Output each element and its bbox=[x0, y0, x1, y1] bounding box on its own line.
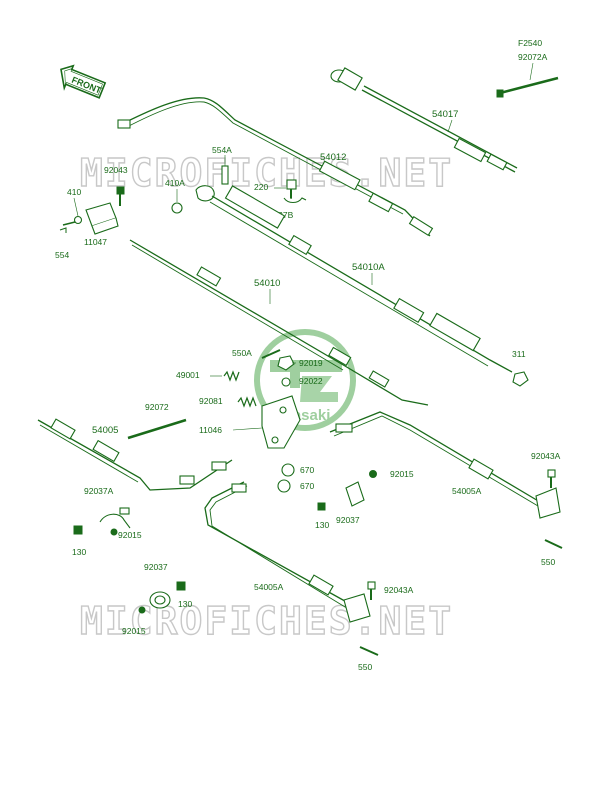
nut-92019 bbox=[277, 355, 295, 371]
label-92015-left: 92015 bbox=[118, 530, 142, 540]
figure-code: F2540 bbox=[518, 38, 542, 48]
front-arrow-icon: FRONT bbox=[60, 64, 107, 99]
label-130-low: 130 bbox=[178, 599, 192, 609]
label-92043-top: 92043 bbox=[104, 165, 128, 175]
label-92037-mid: 92037 bbox=[336, 515, 360, 525]
nut-92015-mid bbox=[369, 470, 377, 478]
bolt-92043A-right bbox=[547, 469, 556, 488]
label-92022: 92022 bbox=[299, 376, 323, 386]
label-11046: 11046 bbox=[199, 425, 222, 435]
label-220: 220 bbox=[254, 182, 268, 192]
label-92043A-right: 92043A bbox=[531, 451, 561, 461]
cable-54017 bbox=[330, 67, 518, 173]
spring-92081 bbox=[237, 396, 257, 408]
label-92037A: 92037A bbox=[84, 486, 114, 496]
cable-54005A-right bbox=[329, 411, 561, 519]
label-130-mid: 130 bbox=[315, 520, 329, 530]
label-92037-low: 92037 bbox=[144, 562, 168, 572]
washer-92022 bbox=[281, 377, 291, 387]
watermark-bottom: MICROFICHES.NET bbox=[80, 599, 453, 643]
bolt-130-left bbox=[73, 525, 83, 535]
bolt-130-low bbox=[176, 581, 186, 591]
label-92015-low: 92015 bbox=[122, 626, 146, 636]
label-550-right: 550 bbox=[541, 557, 555, 567]
pin-554A bbox=[221, 165, 229, 185]
washer-410 bbox=[73, 215, 83, 225]
washer-670-b bbox=[277, 479, 291, 493]
cable-54012 bbox=[117, 97, 434, 237]
watermark-top: MICROFICHES.NET bbox=[80, 151, 453, 195]
label-54005A-right: 54005A bbox=[452, 486, 482, 496]
washer-670-a bbox=[281, 463, 295, 477]
bolt-92043-top bbox=[116, 186, 125, 206]
cable-54005A-low bbox=[204, 481, 371, 623]
bracket-11047 bbox=[85, 202, 119, 235]
label-92081: 92081 bbox=[199, 396, 223, 406]
pin-550-low bbox=[359, 646, 379, 656]
clamp-92037A bbox=[99, 507, 131, 529]
label-92072A: 92072A bbox=[518, 52, 548, 62]
bolt-220 bbox=[286, 179, 297, 200]
pin-554 bbox=[59, 221, 76, 233]
clamp-92037-low bbox=[149, 591, 171, 609]
label-410A: 410A bbox=[165, 178, 185, 188]
label-92043A-low: 92043A bbox=[384, 585, 414, 595]
label-92019: 92019 bbox=[299, 358, 323, 368]
bolt-92072 bbox=[127, 418, 187, 440]
bracket-11046 bbox=[261, 395, 301, 449]
label-554: 554 bbox=[55, 250, 69, 260]
cable-54010 bbox=[129, 239, 429, 406]
label-92072: 92072 bbox=[145, 402, 169, 412]
cable-54010A bbox=[195, 185, 513, 373]
bolt-92072A bbox=[496, 76, 559, 98]
label-54012: 54012 bbox=[320, 152, 346, 163]
label-92015-mid: 92015 bbox=[390, 469, 414, 479]
label-410: 410 bbox=[67, 187, 81, 197]
spring-49001 bbox=[223, 370, 240, 382]
label-54005A-low: 54005A bbox=[254, 582, 284, 592]
label-49001: 49001 bbox=[176, 370, 200, 380]
label-54010A: 54010A bbox=[352, 262, 385, 273]
label-54005: 54005 bbox=[92, 425, 118, 436]
cable-54005 bbox=[37, 418, 233, 491]
label-550-low: 550 bbox=[358, 662, 372, 672]
nut-92015-low bbox=[138, 606, 146, 614]
label-550A: 550A bbox=[232, 348, 252, 358]
clamp-92037-mid bbox=[345, 481, 365, 507]
label-311: 311 bbox=[512, 349, 526, 359]
clamp-92037B bbox=[283, 197, 307, 204]
label-11047: 11047 bbox=[84, 237, 107, 247]
label-670-b: 670 bbox=[300, 481, 314, 491]
bolt-92043A-low bbox=[367, 581, 376, 600]
label-554A: 554A bbox=[212, 145, 232, 155]
pin-550A bbox=[261, 349, 281, 359]
label-54017: 54017 bbox=[432, 109, 458, 120]
label-670-a: 670 bbox=[300, 465, 314, 475]
washer-410A bbox=[171, 202, 183, 214]
pin-550-right bbox=[544, 539, 563, 549]
label-130-left: 130 bbox=[72, 547, 86, 557]
bolt-130-mid bbox=[317, 502, 326, 511]
nut-92015-left bbox=[110, 528, 118, 536]
label-54010: 54010 bbox=[254, 278, 280, 289]
nut-311 bbox=[512, 371, 529, 387]
